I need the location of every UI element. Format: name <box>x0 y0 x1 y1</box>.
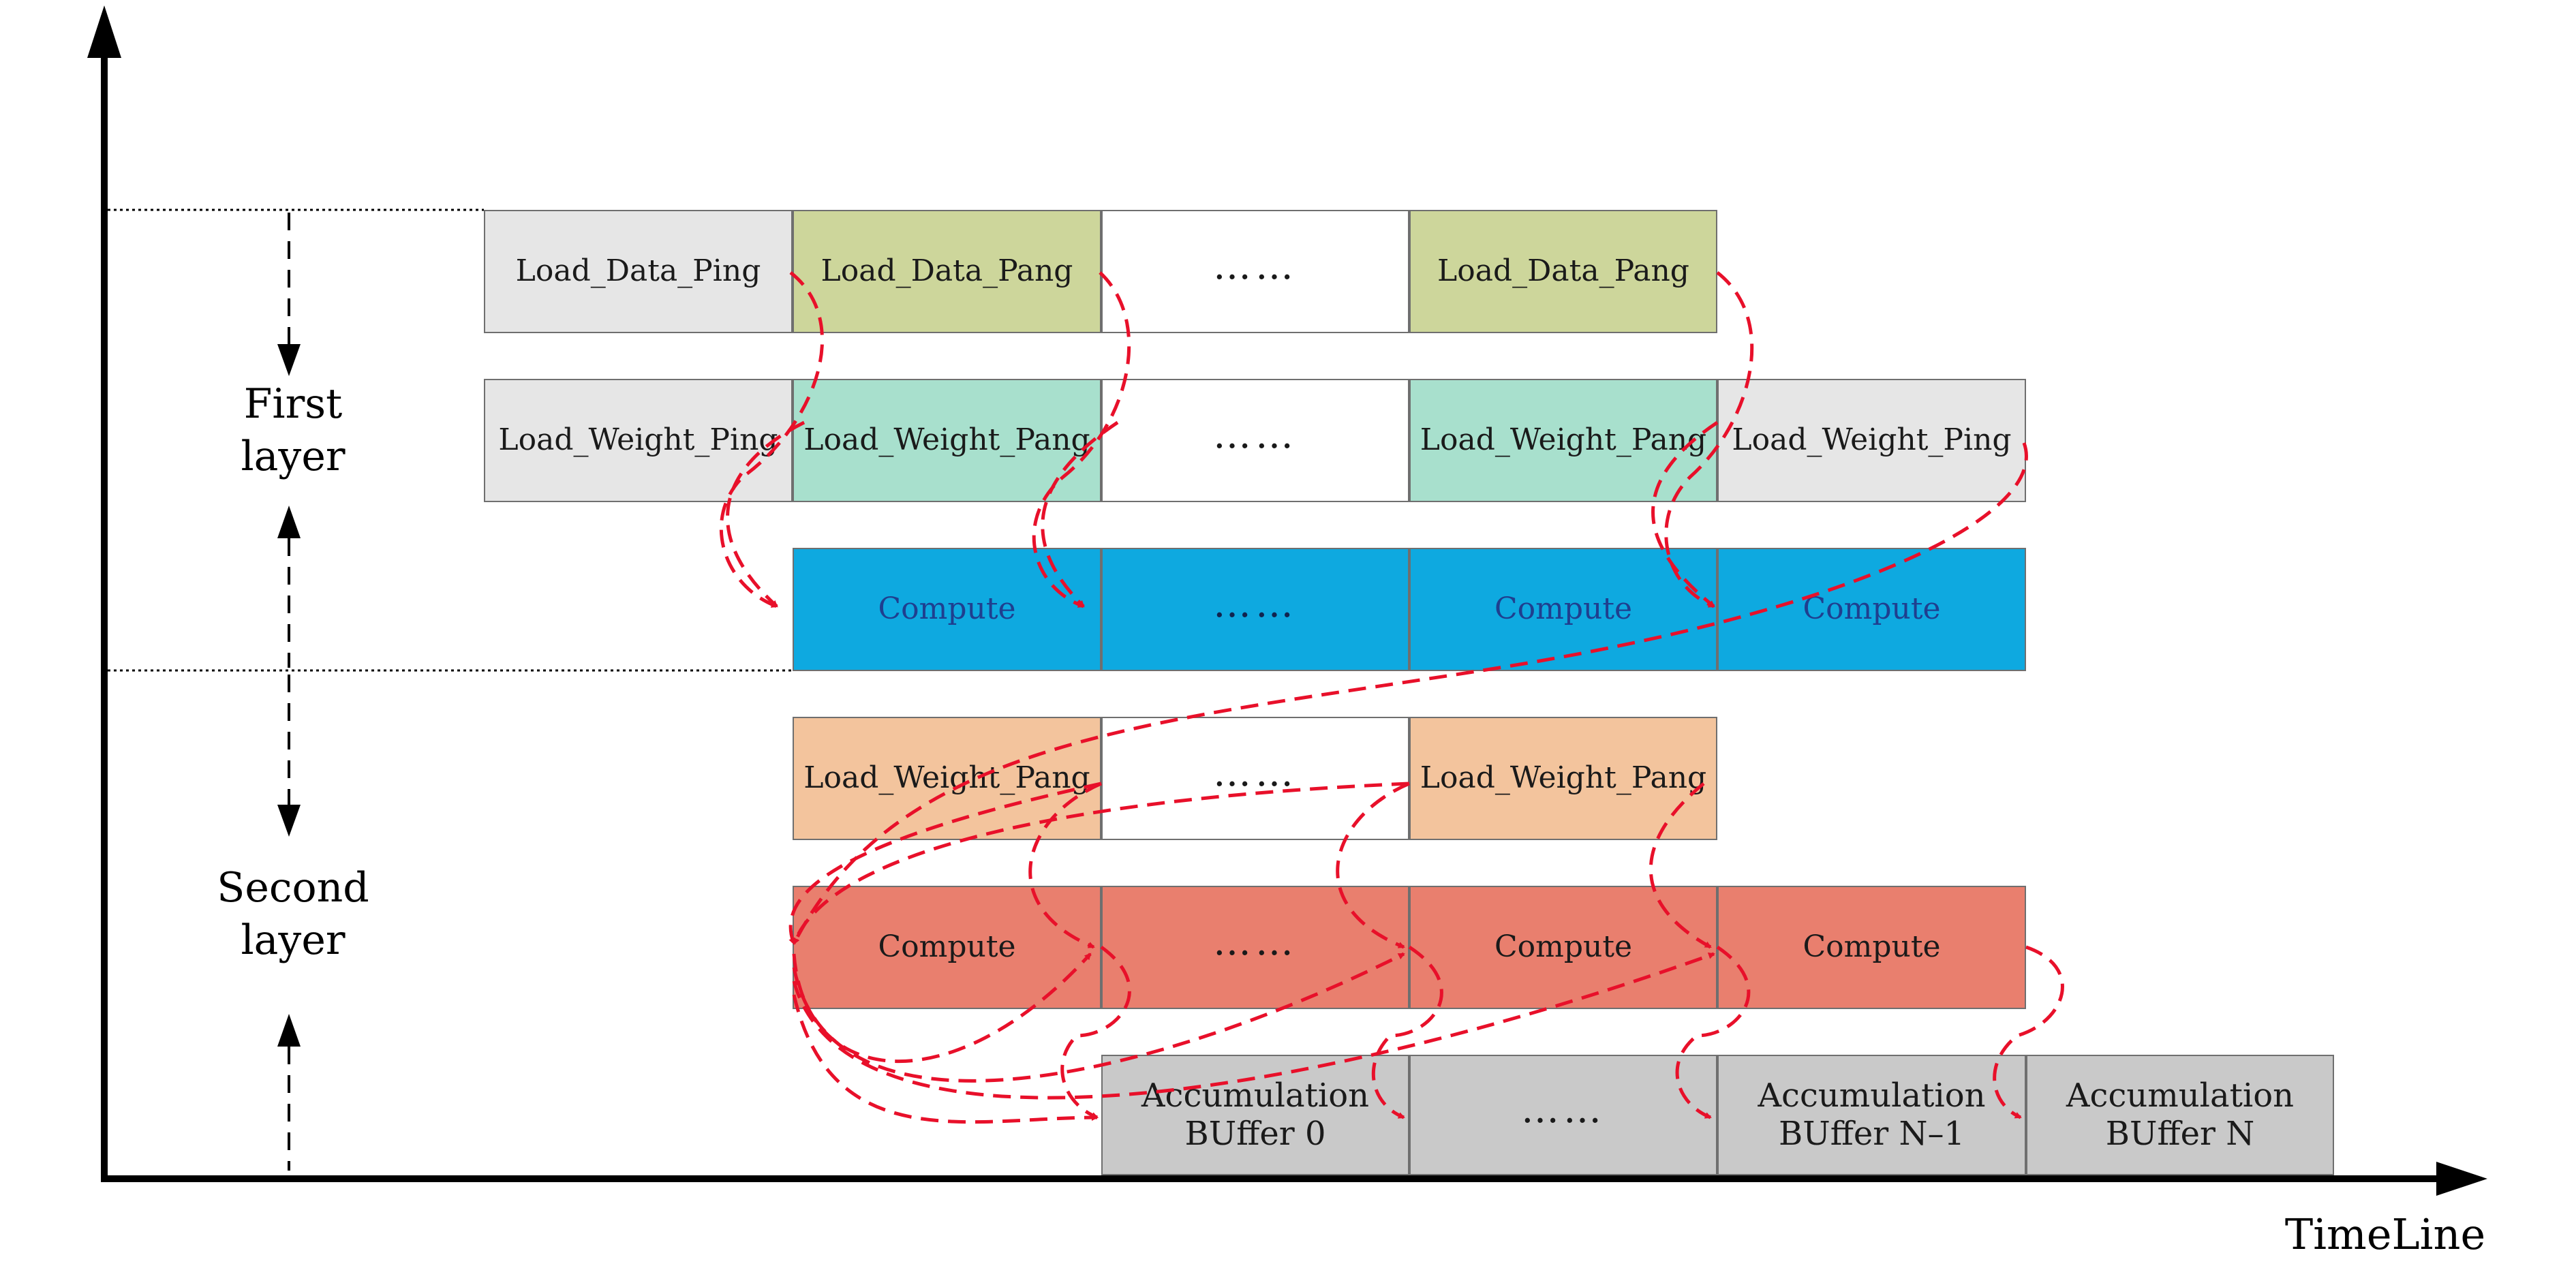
first-layer-label: First layer <box>204 378 382 483</box>
load-weight-pang-cell: Load_Weight_Pang <box>793 379 1101 502</box>
dataflow-arrow <box>792 442 2028 945</box>
dataflow-arrow <box>792 952 1715 1100</box>
compute-cell: Compute <box>1717 548 2026 671</box>
first-layer-label-line2: layer <box>241 432 346 480</box>
accumulation-label: Accumulation <box>1141 1077 1370 1115</box>
dataflow-arrow <box>1060 945 1131 1119</box>
dataflow-arrow <box>1336 782 1410 949</box>
x-axis <box>101 1175 2445 1182</box>
dataflow-arrow <box>1028 782 1102 949</box>
ellipsis-cell: …… <box>1101 379 1409 502</box>
ellipsis-cell: …… <box>1101 210 1409 333</box>
dataflow-arrow <box>1675 945 1751 1119</box>
load-weight-pang-cell: Load_Weight_Pang <box>1409 717 1717 840</box>
dataflow-arrow <box>792 994 1099 1124</box>
accumulation-label: Accumulation <box>1758 1077 1986 1115</box>
dataflow-arrow <box>1041 420 1119 608</box>
second-layer-label-line1: Second <box>217 864 369 912</box>
compute-cell: Compute <box>1409 886 1717 1009</box>
load-weight-ping-cell: Load_Weight_Ping <box>484 379 793 502</box>
compute-cell: Compute <box>793 886 1101 1009</box>
load-weight-pang-cell: Load_Weight_Pang <box>1409 379 1717 502</box>
accumulation-label: Accumulation <box>2066 1077 2295 1115</box>
dataflow-arrow <box>792 952 1405 1083</box>
load-data-pang-cell: Load_Data_Pang <box>793 210 1101 333</box>
dataflow-arrow <box>1651 420 1719 608</box>
first-layer-label-line1: First <box>243 380 343 428</box>
dataflow-arrow <box>719 271 824 608</box>
buffer-label: BUffer N <box>2105 1114 2255 1153</box>
second-layer-label-line2: layer <box>241 916 346 964</box>
dataflow-arrow <box>1993 945 2064 1119</box>
compute-cell: Compute <box>1409 548 1717 671</box>
ellipsis-cell: …… <box>1101 886 1409 1009</box>
dataflow-arrow <box>792 953 1092 1064</box>
buffer-label: BUffer 0 <box>1184 1114 1326 1153</box>
buffer-label: BUffer N–1 <box>1779 1114 1965 1153</box>
load-data-ping-cell: Load_Data_Ping <box>484 210 793 333</box>
dataflow-arrow <box>726 420 806 608</box>
dataflow-arrow <box>1032 271 1131 608</box>
dataflow-arrow <box>792 782 1410 945</box>
dataflow-arrow <box>1649 782 1712 949</box>
ellipsis-cell: …… <box>1101 548 1409 671</box>
dataflow-arrow <box>788 782 1102 945</box>
y-axis <box>101 41 108 1182</box>
second-layer-span-arrow <box>277 675 301 1171</box>
load-weight-ping-cell: Load_Weight_Ping <box>1717 379 2026 502</box>
dataflow-arrow <box>1371 945 1443 1119</box>
x-axis-label: TimeLine <box>2284 1209 2486 1259</box>
second-layer-label: Second layer <box>204 862 382 967</box>
x-axis-arrowhead <box>2436 1162 2487 1196</box>
compute-cell: Compute <box>1717 886 2026 1009</box>
first-layer-span-arrow <box>277 213 301 668</box>
y-axis-arrowhead <box>87 5 121 58</box>
dataflow-arrow <box>1664 271 1754 608</box>
compute-cell: Compute <box>793 548 1101 671</box>
load-data-pang-cell: Load_Data_Pang <box>1409 210 1717 333</box>
ellipsis-cell: …… <box>1409 1055 1717 1175</box>
